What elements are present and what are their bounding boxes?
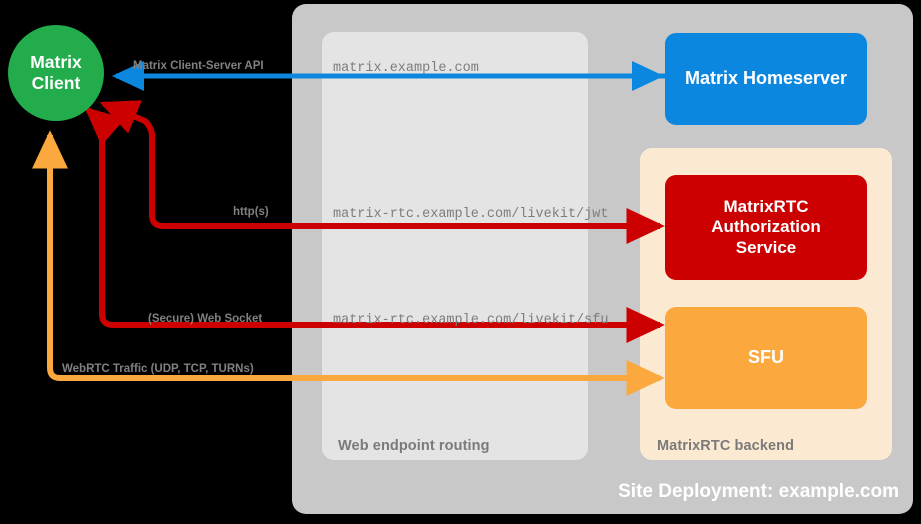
matrix-client-label-line2: Client bbox=[31, 73, 81, 93]
site-deployment-label: Site Deployment: example.com bbox=[618, 481, 899, 502]
edge-label-webrtc-traffic: WebRTC Traffic (UDP, TCP, TURNs) bbox=[62, 363, 254, 375]
edge-label-client-server-api: Matrix Client-Server API bbox=[133, 60, 264, 72]
matrix-client-label-line1: Matrix bbox=[30, 52, 82, 73]
auth-service-label-line3: Service bbox=[735, 237, 797, 257]
endpoint-label-matrix-example-com: matrix.example.com bbox=[333, 61, 479, 76]
node-sfu[interactable]: SFU bbox=[665, 307, 867, 409]
endpoint-label-livekit-sfu: matrix-rtc.example.com/livekit/sfu bbox=[333, 313, 609, 328]
matrixrtc-backend-label: MatrixRTC backend bbox=[657, 438, 795, 454]
edge-label-web-socket: (Secure) Web Socket bbox=[148, 313, 263, 325]
matrix-homeserver-label: Matrix Homeserver bbox=[684, 68, 848, 89]
web-endpoint-routing-label: Web endpoint routing bbox=[338, 438, 490, 454]
web-endpoint-routing-container bbox=[322, 32, 588, 460]
auth-service-label-line2: Authorization bbox=[711, 217, 821, 237]
auth-service-label-line1: MatrixRTC bbox=[723, 196, 809, 216]
endpoint-label-livekit-jwt: matrix-rtc.example.com/livekit/jwt bbox=[333, 207, 609, 222]
node-matrixrtc-authorization-service[interactable]: MatrixRTC Authorization Service bbox=[665, 175, 867, 280]
node-matrix-client[interactable]: Matrix Client bbox=[8, 25, 104, 121]
sfu-label: SFU bbox=[748, 347, 784, 368]
node-matrix-homeserver[interactable]: Matrix Homeserver bbox=[665, 33, 867, 125]
edge-label-https: http(s) bbox=[233, 206, 269, 218]
